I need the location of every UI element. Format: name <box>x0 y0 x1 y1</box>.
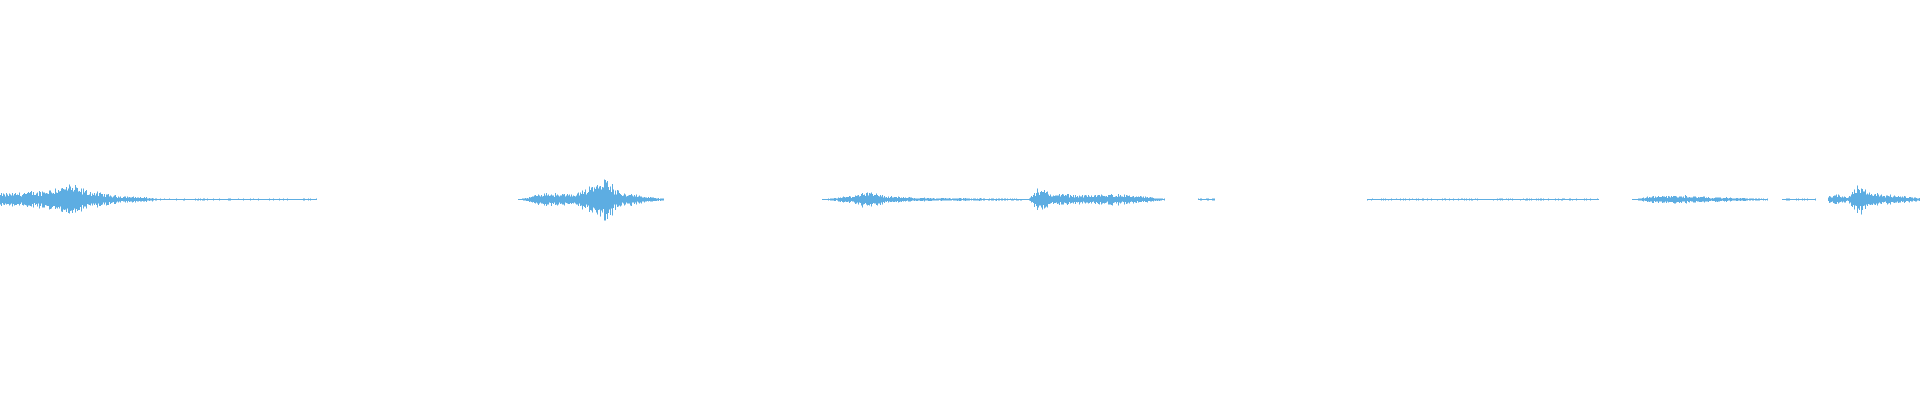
waveform-segment-path <box>1828 185 1920 215</box>
waveform-segment-path <box>154 198 317 201</box>
waveform-segment <box>1632 195 1768 204</box>
waveform-segment <box>1782 198 1816 201</box>
waveform-segment-path <box>1198 198 1215 201</box>
waveform-segment-path <box>1782 198 1816 201</box>
waveform-segment <box>1198 198 1215 201</box>
waveform-segment-path <box>0 184 154 214</box>
waveform-segment-path <box>1367 198 1599 201</box>
waveform-segment-path <box>822 192 1027 208</box>
waveform-segment <box>1367 198 1599 201</box>
waveform-segment <box>822 192 1027 208</box>
waveform-marks <box>0 179 1920 221</box>
waveform-segment <box>1828 185 1920 215</box>
waveform-segment <box>1027 188 1165 211</box>
waveform-segment <box>518 179 664 221</box>
waveform-segment <box>0 184 154 214</box>
waveform-segment-path <box>1027 188 1165 211</box>
waveform-segment-path <box>1632 195 1768 204</box>
waveform-segment <box>154 198 317 201</box>
waveform-segment-path <box>518 179 664 221</box>
